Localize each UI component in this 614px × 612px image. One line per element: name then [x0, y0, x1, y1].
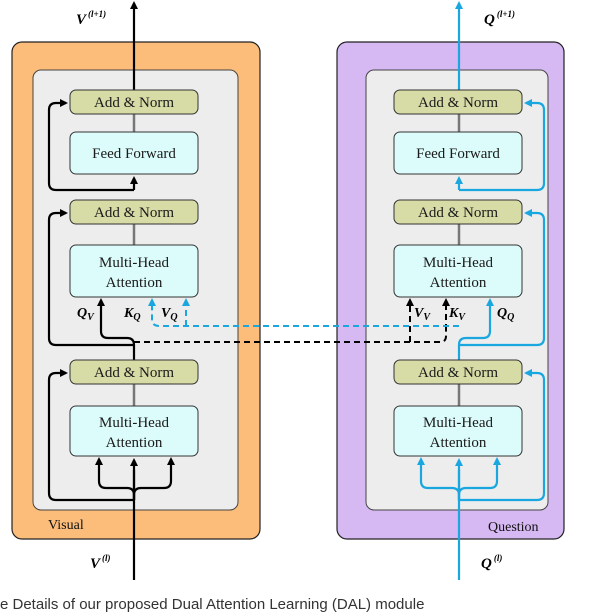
svg-text:Add & Norm: Add & Norm — [94, 95, 174, 111]
question-q-label: QQ — [497, 306, 514, 323]
svg-text:Multi-Head: Multi-Head — [423, 415, 493, 431]
visual-q-label: QV — [77, 306, 95, 323]
svg-text:Attention: Attention — [106, 435, 163, 451]
svg-text:Multi-Head: Multi-Head — [99, 255, 169, 271]
visual-bot-add-norm: Add & Norm — [69, 359, 199, 385]
visual-output-label: V(l+1) — [76, 9, 106, 28]
dal-diagram: Visual Question — [11, 1, 565, 580]
visual-feed-forward: Feed Forward — [69, 131, 199, 175]
question-feed-forward: Feed Forward — [393, 131, 523, 175]
question-panel-label: Question — [488, 520, 539, 535]
svg-text:Add & Norm: Add & Norm — [418, 205, 498, 221]
visual-v-label: VQ — [161, 306, 178, 323]
question-v-label: VV — [414, 306, 431, 323]
visual-mid-add-norm: Add & Norm — [69, 199, 199, 225]
svg-text:Attention: Attention — [430, 435, 487, 451]
svg-text:Feed Forward: Feed Forward — [416, 146, 500, 162]
visual-top-add-norm: Add & Norm — [69, 89, 199, 115]
question-mha-top: Multi-Head Attention — [393, 244, 523, 298]
question-mha-bottom: Multi-Head Attention — [393, 405, 523, 457]
svg-text:Feed Forward: Feed Forward — [92, 146, 176, 162]
visual-input-label: V(l) — [90, 553, 111, 572]
svg-text:Attention: Attention — [430, 275, 487, 291]
question-output-label: Q(l+1) — [484, 9, 515, 28]
figure-caption: e Details of our proposed Dual Attention… — [0, 596, 425, 612]
svg-text:Add & Norm: Add & Norm — [418, 95, 498, 111]
visual-mha-bottom: Multi-Head Attention — [69, 405, 199, 457]
visual-k-label: KQ — [123, 306, 141, 323]
question-input-label: Q(l) — [481, 553, 502, 572]
svg-text:Attention: Attention — [106, 275, 163, 291]
visual-mha-top: Multi-Head Attention — [69, 244, 199, 298]
svg-text:Add & Norm: Add & Norm — [94, 365, 174, 381]
question-top-add-norm: Add & Norm — [393, 89, 523, 115]
svg-text:Add & Norm: Add & Norm — [418, 365, 498, 381]
visual-panel-label: Visual — [48, 518, 84, 533]
question-k-label: KV — [448, 306, 466, 323]
question-mid-add-norm: Add & Norm — [393, 199, 523, 225]
svg-text:Multi-Head: Multi-Head — [99, 415, 169, 431]
svg-text:Add & Norm: Add & Norm — [94, 205, 174, 221]
svg-text:Multi-Head: Multi-Head — [423, 255, 493, 271]
question-bot-add-norm: Add & Norm — [393, 359, 523, 385]
